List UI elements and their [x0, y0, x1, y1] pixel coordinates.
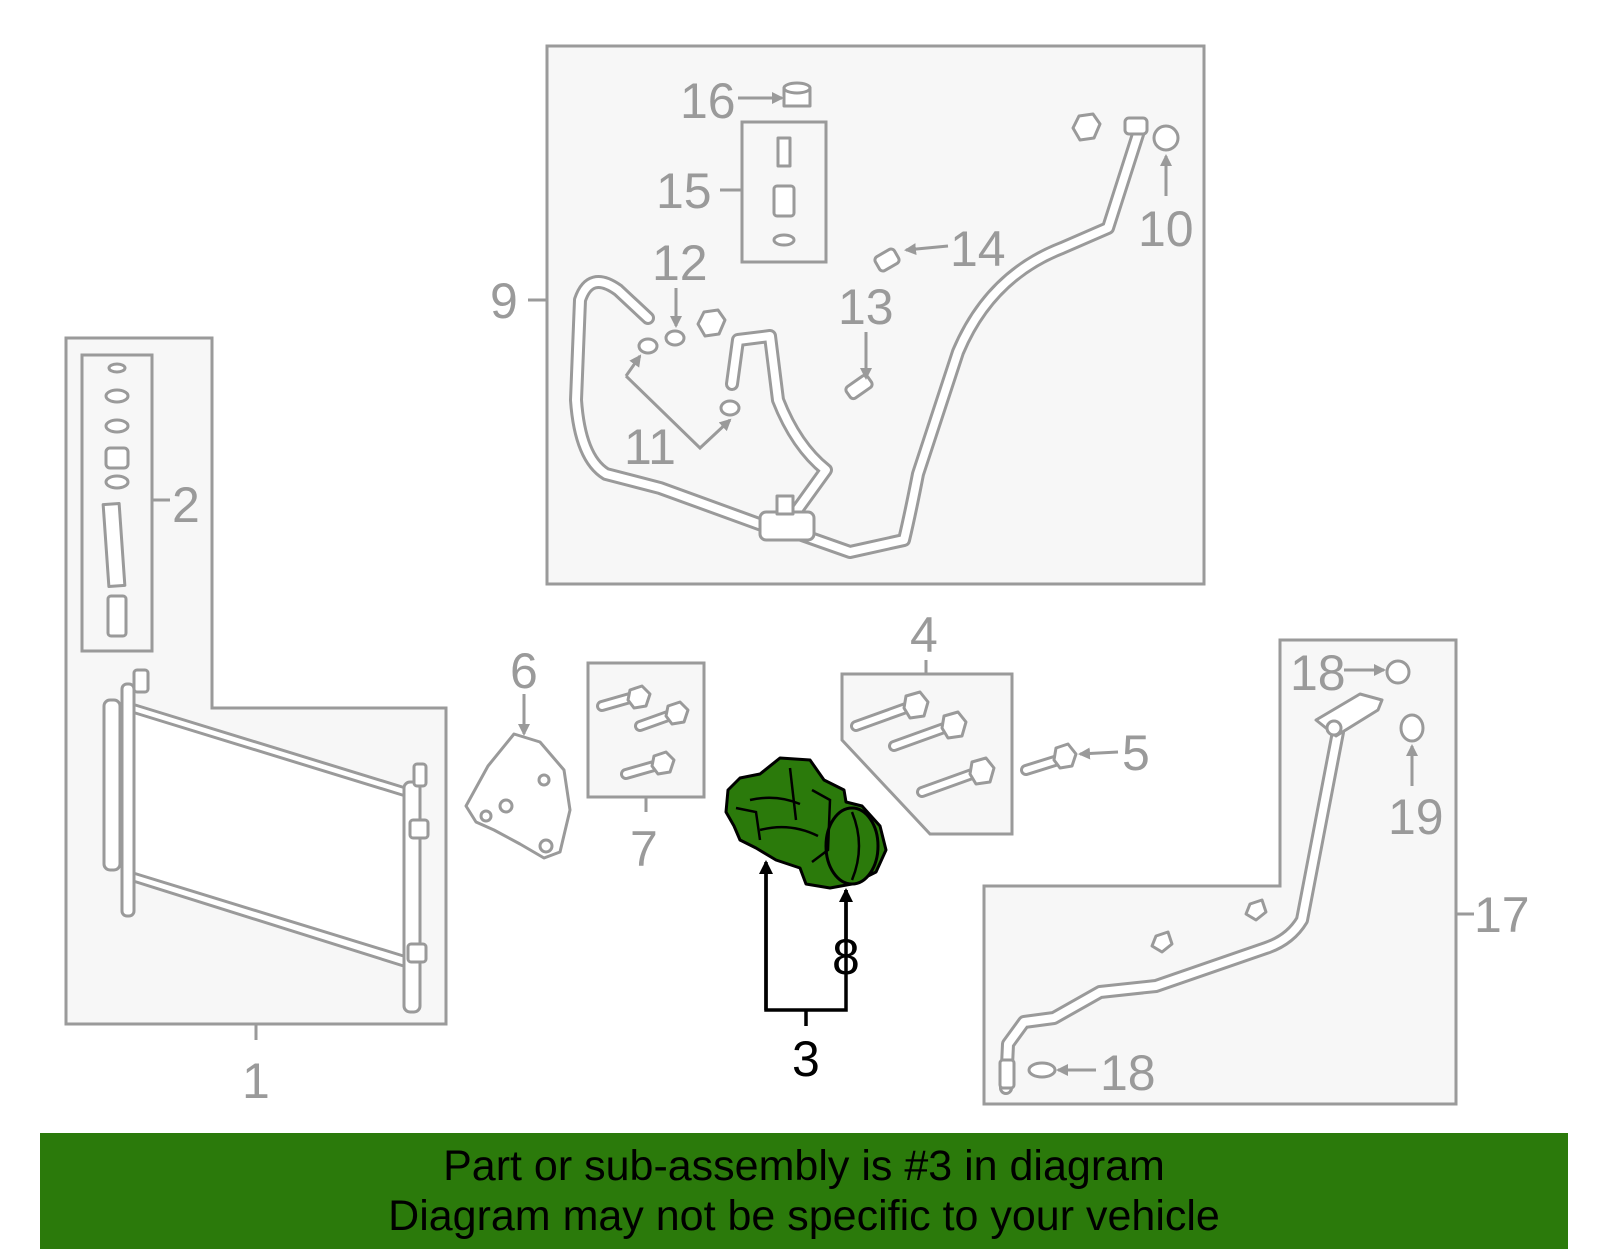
notice-line-part-reference: Part or sub-assembly is #3 in diagram [443, 1142, 1165, 1190]
notice-banner: Part or sub-assembly is #3 in diagram Di… [40, 1133, 1568, 1249]
manifold-stud [775, 494, 795, 516]
valve-cap-icon [772, 184, 796, 218]
o-ring-12-icon[interactable] [664, 329, 686, 347]
callout-2: 2 [172, 477, 200, 533]
compressor-bracket-6[interactable]: 6 [464, 643, 572, 860]
condenser-core[interactable] [102, 668, 430, 1014]
bolt-5[interactable]: 5 [1020, 725, 1150, 781]
o-ring-11b-icon[interactable] [719, 399, 741, 417]
ac-compressor-3-highlighted[interactable]: 8 3 [724, 756, 888, 1087]
callout-18-top: 18 [1290, 645, 1346, 701]
hose-end-fitting [1123, 116, 1149, 136]
callout-19: 19 [1388, 789, 1444, 845]
condenser-tank-right [402, 780, 422, 1014]
discharge-hose[interactable] [775, 121, 1147, 559]
bolt-icon [850, 690, 930, 732]
valve-core-icon [776, 136, 792, 168]
callout-12: 12 [652, 235, 708, 291]
bolt-icon [620, 750, 676, 780]
bolt-icon [596, 684, 652, 712]
kit-7-frame [586, 661, 706, 799]
bolt-icon [916, 756, 996, 798]
hose-assembly-group-9[interactable]: 16 15 12 14 13 10 9 11 [490, 44, 1206, 586]
liquid-line-group-17[interactable]: 18 19 17 18 [982, 638, 1530, 1106]
callout-6: 6 [510, 643, 538, 699]
bolt-kit-7[interactable]: 7 [586, 661, 706, 877]
callout-13: 13 [838, 279, 894, 335]
hex-nut-icon [696, 308, 727, 338]
callout-16: 16 [680, 73, 736, 129]
bolt-icon [888, 710, 968, 752]
notice-line-vehicle-disclaimer: Diagram may not be specific to your vehi… [388, 1192, 1220, 1240]
condenser-tank-left [102, 698, 122, 872]
callout-15: 15 [656, 163, 712, 219]
condenser-group-1[interactable]: 2 1 [64, 336, 448, 1109]
callout-1: 1 [242, 1053, 270, 1109]
callout-5: 5 [1122, 725, 1150, 781]
pressure-switch-14-icon[interactable] [873, 247, 901, 273]
o-ring-10-icon[interactable] [1152, 124, 1180, 152]
callout-10: 10 [1138, 201, 1194, 257]
valve-kit-15[interactable] [740, 120, 828, 264]
liquid-pipe[interactable] [999, 725, 1345, 1095]
o-ring-11a-icon[interactable] [637, 337, 659, 355]
bolt-icon [634, 700, 690, 732]
clip-icon [1244, 898, 1268, 922]
o-ring-18-bottom-icon[interactable] [1027, 1061, 1057, 1079]
callout-14: 14 [950, 221, 1006, 277]
bolt-kit-4[interactable]: 4 [840, 607, 1014, 836]
drain-plug-icon [106, 594, 128, 638]
clip-icon [1150, 930, 1174, 954]
receiver-kit-2[interactable] [80, 353, 154, 653]
o-ring-18-top-icon[interactable] [1385, 659, 1411, 685]
valve-seal-icon [772, 233, 796, 247]
callout-17: 17 [1474, 887, 1530, 943]
hose-manifold-block [758, 510, 816, 542]
callout-7: 7 [630, 821, 658, 877]
group-17-frame [982, 638, 1458, 1106]
hex-nut-icon [1071, 112, 1102, 142]
callout-11: 11 [624, 419, 676, 475]
callout-3: 3 [792, 1031, 820, 1087]
suction-hose[interactable] [569, 275, 833, 535]
callout-4: 4 [910, 607, 938, 663]
compressor-clutch-pulley[interactable] [824, 806, 880, 886]
cap-16-icon[interactable] [782, 81, 812, 108]
desiccant-bag-icon [101, 502, 127, 588]
callout-18-bottom: 18 [1100, 1045, 1156, 1101]
callout-8: 8 [832, 929, 860, 985]
callout-9: 9 [490, 273, 518, 329]
o-ring-19-icon[interactable] [1399, 713, 1425, 743]
